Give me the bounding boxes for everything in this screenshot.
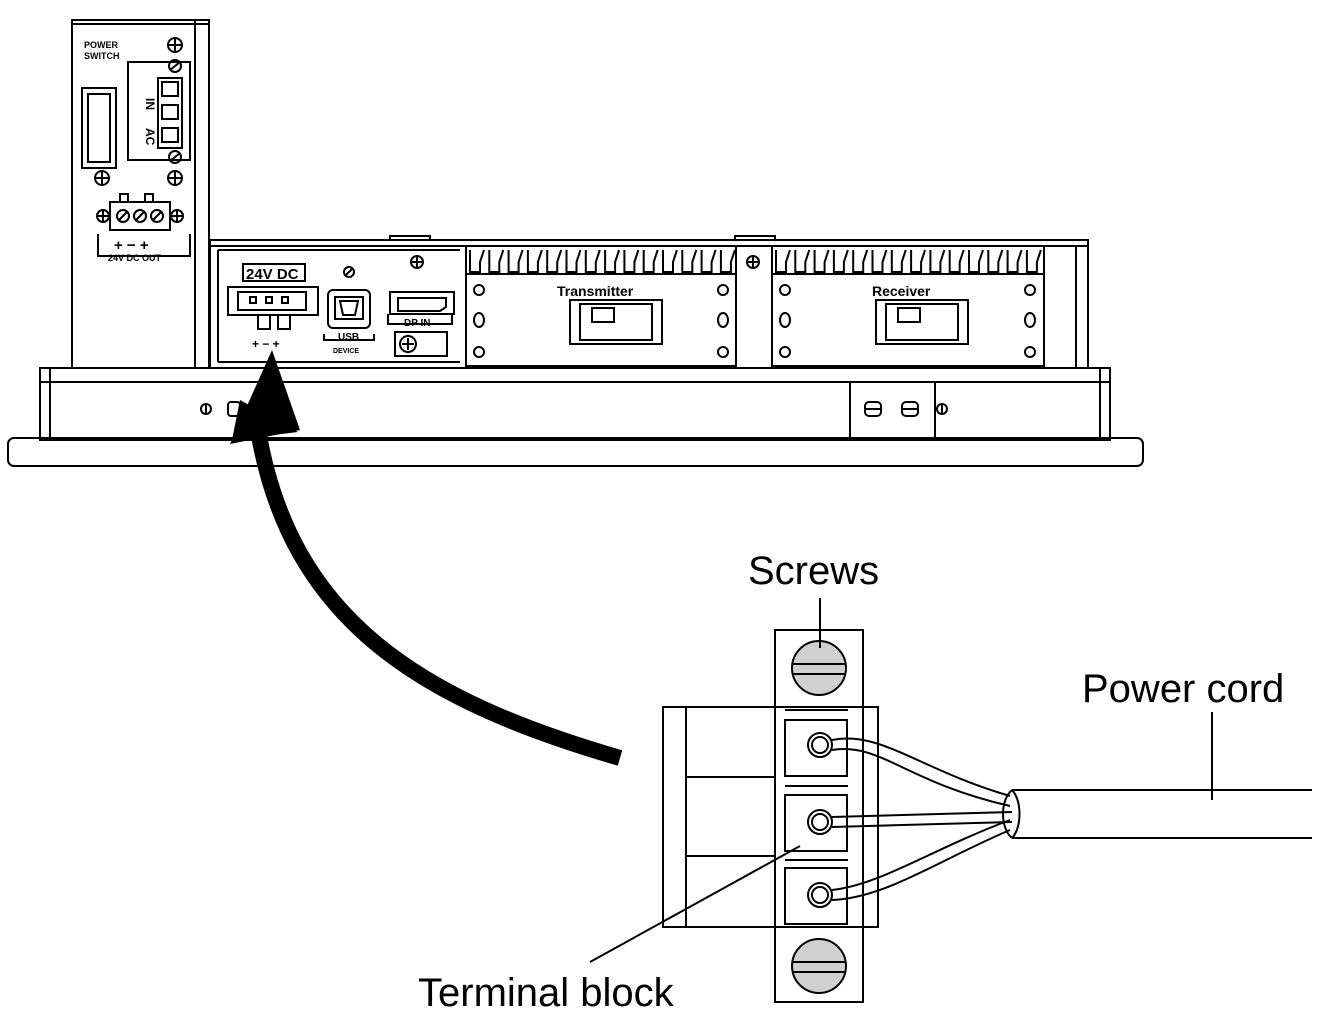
device-labels: POWER SWITCH AC IN + − + 24V DC OUT 24V … (84, 40, 931, 355)
heat-sink-fin (488, 249, 505, 273)
dc-out-label: 24V DC OUT (108, 253, 162, 263)
power-switch-label-2: SWITCH (84, 51, 120, 61)
screw-top-icon (791, 640, 847, 696)
receiver-module (771, 245, 1045, 367)
curved-arrow (230, 350, 623, 766)
power-switch-label: POWER (84, 40, 119, 50)
plug-body (662, 706, 879, 928)
usb-device-label: DEVICE (333, 348, 359, 355)
power-cord (1002, 789, 1312, 839)
heat-sink-fin (507, 249, 524, 273)
terminal-block-detail (589, 598, 1312, 1003)
heat-sink-fin (526, 249, 543, 273)
heat-sink-fin (1006, 249, 1023, 273)
heat-sink-fin (662, 249, 678, 273)
heat-sink-fin (987, 249, 1004, 273)
heat-sink-fin (813, 249, 830, 273)
wire-terminals (807, 732, 833, 908)
dc-in-label: 24V DC (246, 266, 299, 283)
heat-sink-fin (623, 249, 640, 273)
transmitter-fins (469, 249, 736, 273)
heat-sink-fin (1025, 249, 1042, 273)
wires (831, 737, 1013, 901)
heat-sink-fin (565, 249, 582, 273)
ac-in-connector (127, 59, 191, 164)
power-supply-unit (71, 19, 210, 369)
heat-sink-fin (871, 249, 888, 273)
terminal-block-leader (589, 845, 801, 963)
heat-sink-fin (584, 249, 601, 273)
heat-sink-fin (642, 249, 659, 273)
dc-out-connector (96, 193, 191, 257)
dp-in-label: DP IN (404, 318, 431, 329)
power-switch[interactable] (81, 87, 117, 169)
dc-in-connector (227, 263, 319, 330)
receiver-fins (775, 249, 1042, 273)
heat-sink-fin (775, 249, 791, 273)
dc-in-polarity: + − + (252, 337, 280, 351)
mounting-screw-icon (94, 37, 183, 186)
screws-callout: Screws (748, 549, 879, 593)
heat-sink-fin (910, 249, 927, 273)
transmitter-label: Transmitter (557, 283, 634, 299)
receiver-label: Receiver (872, 283, 931, 299)
terminal-block-callout: Terminal block (418, 971, 675, 1015)
power-cord-callout: Power cord (1082, 667, 1284, 711)
heat-sink-fin (832, 249, 849, 273)
heat-sink-fin (794, 249, 811, 273)
heat-sink-fin (852, 249, 869, 273)
heat-sink-fin (469, 249, 485, 273)
transmitter-module (465, 245, 737, 367)
heat-sink-fin (948, 249, 965, 273)
heat-sink-fin (719, 249, 736, 273)
heat-sink-fin (890, 249, 907, 273)
heat-sink-fin (929, 249, 946, 273)
ac-label: AC (143, 128, 157, 146)
front-bezel (7, 367, 1144, 467)
heat-sink-fin (604, 249, 621, 273)
heat-sink-fin (968, 249, 984, 273)
heat-sink-fin (700, 249, 717, 273)
heat-sink-fin (681, 249, 698, 273)
screw-bottom-icon (791, 938, 847, 994)
dp-in-port (387, 255, 455, 357)
usb-label: USB (338, 332, 359, 343)
usb-port (323, 266, 375, 341)
in-label: IN (143, 98, 157, 110)
device-rear-view (7, 19, 1144, 467)
heat-sink-fin (546, 249, 563, 273)
dc-out-polarity: + − + (114, 237, 149, 254)
